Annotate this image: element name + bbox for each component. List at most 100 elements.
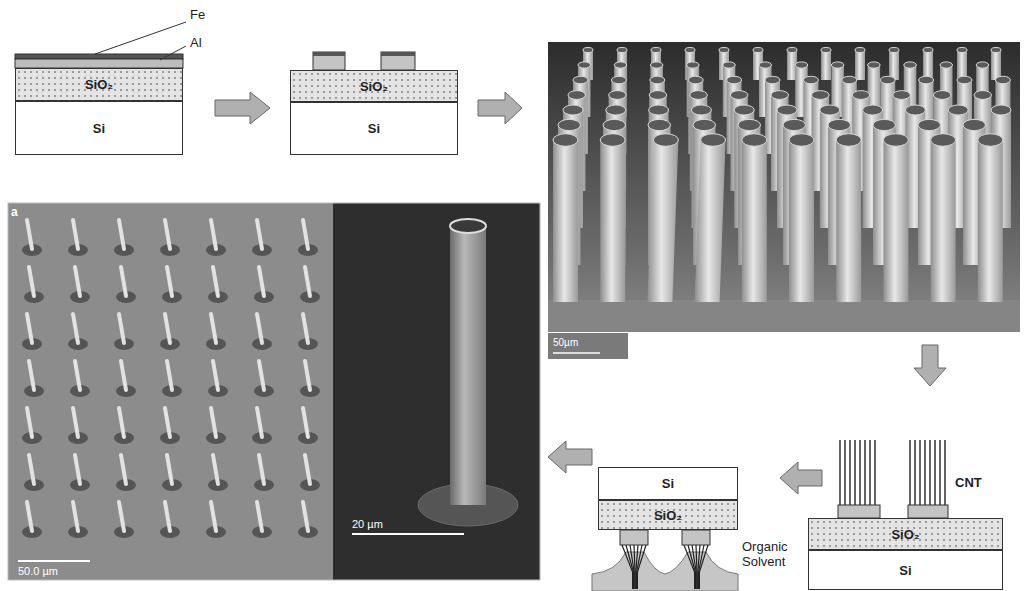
pillar-top	[783, 119, 806, 130]
sem-image	[8, 203, 333, 580]
cnt-pillar	[836, 140, 861, 302]
catalyst-pad	[313, 52, 345, 56]
cnt-pillar	[121, 455, 126, 484]
pillar-top	[893, 91, 911, 100]
pillar-top	[940, 62, 953, 68]
pillar-top	[978, 134, 1003, 147]
cnt-pillar	[931, 140, 956, 302]
cnt-pillar	[695, 140, 726, 302]
pillar-top	[974, 91, 992, 100]
cnt-pillar	[647, 140, 678, 302]
leader-line	[160, 46, 186, 60]
cnt-bundle	[699, 545, 708, 589]
pillar-top	[777, 105, 797, 115]
pillar-top	[553, 134, 578, 147]
cnt-pillar	[27, 314, 32, 343]
layer-label: SiO₂	[891, 527, 919, 542]
layer-label: Si	[93, 121, 105, 136]
sem-image	[548, 42, 1020, 332]
sem-image	[333, 203, 540, 580]
cnt-pillar	[742, 140, 767, 302]
cnt-pillar	[978, 140, 1003, 302]
pillar-top	[765, 76, 780, 84]
cnt-pillar	[27, 220, 32, 249]
pillar-top	[614, 62, 627, 68]
pillar-top	[831, 62, 844, 68]
cnt-pillar	[167, 455, 172, 484]
pillar-top	[880, 76, 895, 84]
cnt-pillar	[165, 408, 170, 437]
cnt-bundle	[688, 545, 695, 589]
cnt-line	[919, 440, 920, 505]
pillar-top	[734, 105, 754, 115]
cnt-pillar	[73, 220, 78, 249]
pillar-top	[905, 105, 925, 115]
cnt-bundle	[637, 545, 646, 589]
pillar-top	[649, 91, 667, 100]
sem-frame	[8, 203, 540, 580]
al-layer	[15, 59, 183, 68]
process-arrow	[914, 345, 946, 386]
cnt-pillar	[600, 140, 625, 302]
cnt-line	[909, 440, 910, 505]
pillar-top	[933, 91, 951, 100]
cnt-pillar	[121, 267, 126, 296]
cnt-pillar	[303, 314, 308, 343]
pillar-top	[701, 134, 726, 147]
pillar-top	[650, 62, 663, 68]
pillar-top	[573, 76, 588, 84]
oxide-layer: SiO₂	[808, 518, 1003, 550]
layer-label: Si	[899, 563, 911, 578]
pillar-top	[609, 91, 627, 100]
pillar-top	[771, 91, 789, 100]
scale-label: 20 µm	[352, 518, 383, 531]
pillar-top	[606, 105, 626, 115]
cnt-pillar	[29, 267, 34, 296]
pillar-top	[995, 76, 1010, 84]
cnt-pillar	[165, 220, 170, 249]
pillar-top	[948, 105, 968, 115]
pillar-top	[723, 62, 736, 68]
pillar-top	[868, 62, 881, 68]
pillar-top	[820, 105, 840, 115]
scale-bar	[18, 560, 90, 562]
pillar-top	[803, 76, 818, 84]
cnt-pillar	[450, 226, 486, 505]
pillar-top	[563, 105, 583, 115]
cnt-line	[924, 440, 925, 505]
pillar-top	[931, 134, 956, 147]
cnt-pillar	[259, 455, 264, 484]
catalyst-pad	[381, 52, 415, 70]
cnt-bundle	[630, 545, 634, 589]
pillar-top	[957, 76, 972, 84]
pillar-top	[611, 76, 626, 84]
cnt-pillar	[303, 408, 308, 437]
pillar-top	[855, 48, 865, 53]
cnt-pillar	[213, 267, 218, 296]
cnt-pillar	[211, 220, 216, 249]
cnt-line	[874, 440, 875, 505]
cnt-pillar	[789, 140, 814, 302]
cnt-bundle	[626, 545, 633, 589]
leader-line	[95, 22, 186, 54]
cnt-pillar	[257, 408, 262, 437]
cnt-line	[864, 440, 865, 505]
pillar-top	[789, 134, 814, 147]
scale-bar	[352, 533, 464, 535]
oxide-layer: SiO₂	[290, 70, 458, 102]
pillar-top	[957, 48, 967, 53]
process-arrow	[478, 92, 522, 124]
scale-ground	[548, 333, 628, 359]
cnt-line	[934, 440, 935, 505]
cnt-pillar	[259, 267, 264, 296]
cnt-bundle	[696, 545, 697, 589]
cnt-line	[929, 440, 930, 505]
pillar-top	[842, 76, 857, 84]
layer-label: SiO₂	[654, 508, 682, 523]
cnt-line	[914, 440, 915, 505]
pillar-top	[821, 48, 831, 53]
pillar-top	[738, 119, 761, 130]
cnt-pillar	[211, 314, 216, 343]
cnt-bundle	[634, 545, 635, 589]
cnt-pillar	[29, 361, 34, 390]
